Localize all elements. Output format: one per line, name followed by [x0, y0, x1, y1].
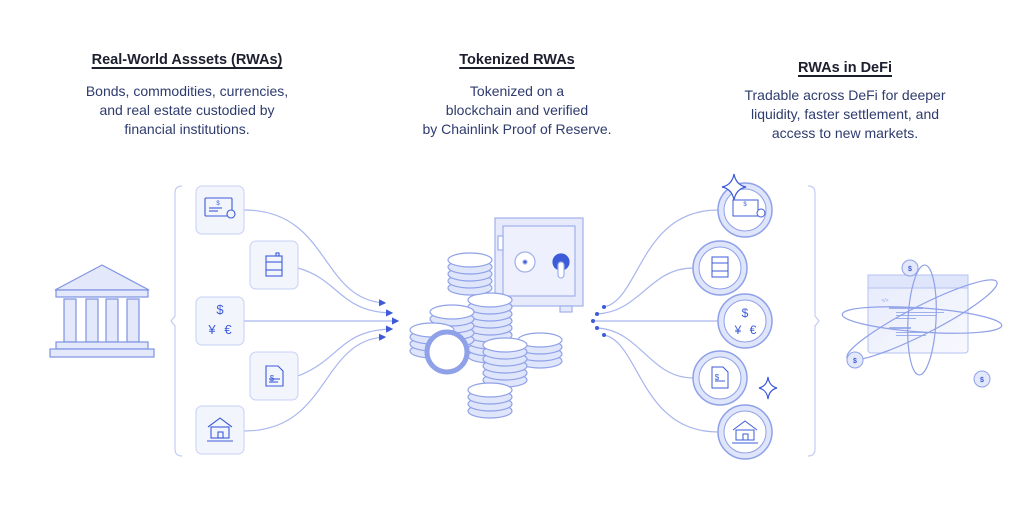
token-house-icon [732, 420, 758, 444]
defi-column-heading: RWAs in DeFi Tradable across DeFi for de… [695, 60, 995, 143]
svg-text:$: $ [216, 201, 220, 207]
column-description: Bonds, commodities, currencies,and real … [85, 83, 289, 137]
dollar-coin-icon [973, 370, 991, 388]
defi-app-window: </> $ $ $ [841, 259, 1003, 388]
barrel-box [249, 240, 299, 290]
svg-text:$: $ [908, 266, 912, 273]
svg-text:$: $ [742, 306, 749, 320]
bank-icon [49, 264, 155, 358]
svg-text:€: € [750, 323, 757, 337]
svg-text:$: $ [743, 202, 747, 208]
code-icon: </> [881, 298, 888, 304]
currency-icon: $ ¥ € $ [207, 302, 274, 383]
rwa-column-heading: Real-World Asssets (RWAs) Bonds, commodi… [37, 52, 337, 139]
coin [424, 329, 470, 375]
svg-text:$: $ [853, 358, 857, 365]
right-bracket [807, 185, 820, 457]
document-box [249, 351, 299, 401]
svg-text:€: € [224, 322, 232, 337]
column-title: RWAs in DeFi [798, 60, 892, 76]
svg-text:$: $ [216, 302, 224, 317]
orbit-ring [907, 264, 937, 376]
token-bond-certificate-icon [732, 199, 766, 218]
coin [467, 292, 513, 308]
dollar-coin-icon [846, 351, 864, 369]
token-currency-icon: $ ¥ € $ $ [715, 202, 757, 382]
coin [447, 252, 493, 268]
left-bracket [170, 185, 183, 457]
currency-box [195, 296, 245, 346]
svg-text:$: $ [715, 373, 720, 382]
svg-text:$: $ [270, 374, 275, 383]
oil-barrel-icon [265, 252, 283, 277]
column-title: Tokenized RWAs [459, 52, 575, 68]
coin [467, 382, 513, 398]
bond-box [195, 185, 245, 235]
column-title: Real-World Asssets (RWAs) [91, 52, 283, 68]
dollar-coin-icon [901, 259, 919, 277]
asset-flow-arrows [243, 209, 400, 432]
token-barrel-icon [711, 256, 729, 278]
house-box [195, 405, 245, 455]
vault-safe-icon [494, 217, 584, 313]
coin [429, 304, 475, 320]
document-icon [265, 365, 284, 387]
svg-text:¥: ¥ [207, 322, 216, 337]
orbit-ring [841, 306, 1003, 334]
svg-text:$: $ [980, 377, 984, 384]
sparkle-icon [758, 376, 778, 400]
token-document-icon [711, 366, 729, 389]
coin-stacks-icon [409, 252, 563, 419]
svg-text:¥: ¥ [734, 323, 742, 337]
sparkle-icon [721, 173, 747, 201]
house-icon [207, 417, 233, 442]
defi-flow-lines [593, 209, 719, 433]
coin [482, 337, 528, 353]
bond-certificate-icon: $ [204, 197, 236, 219]
